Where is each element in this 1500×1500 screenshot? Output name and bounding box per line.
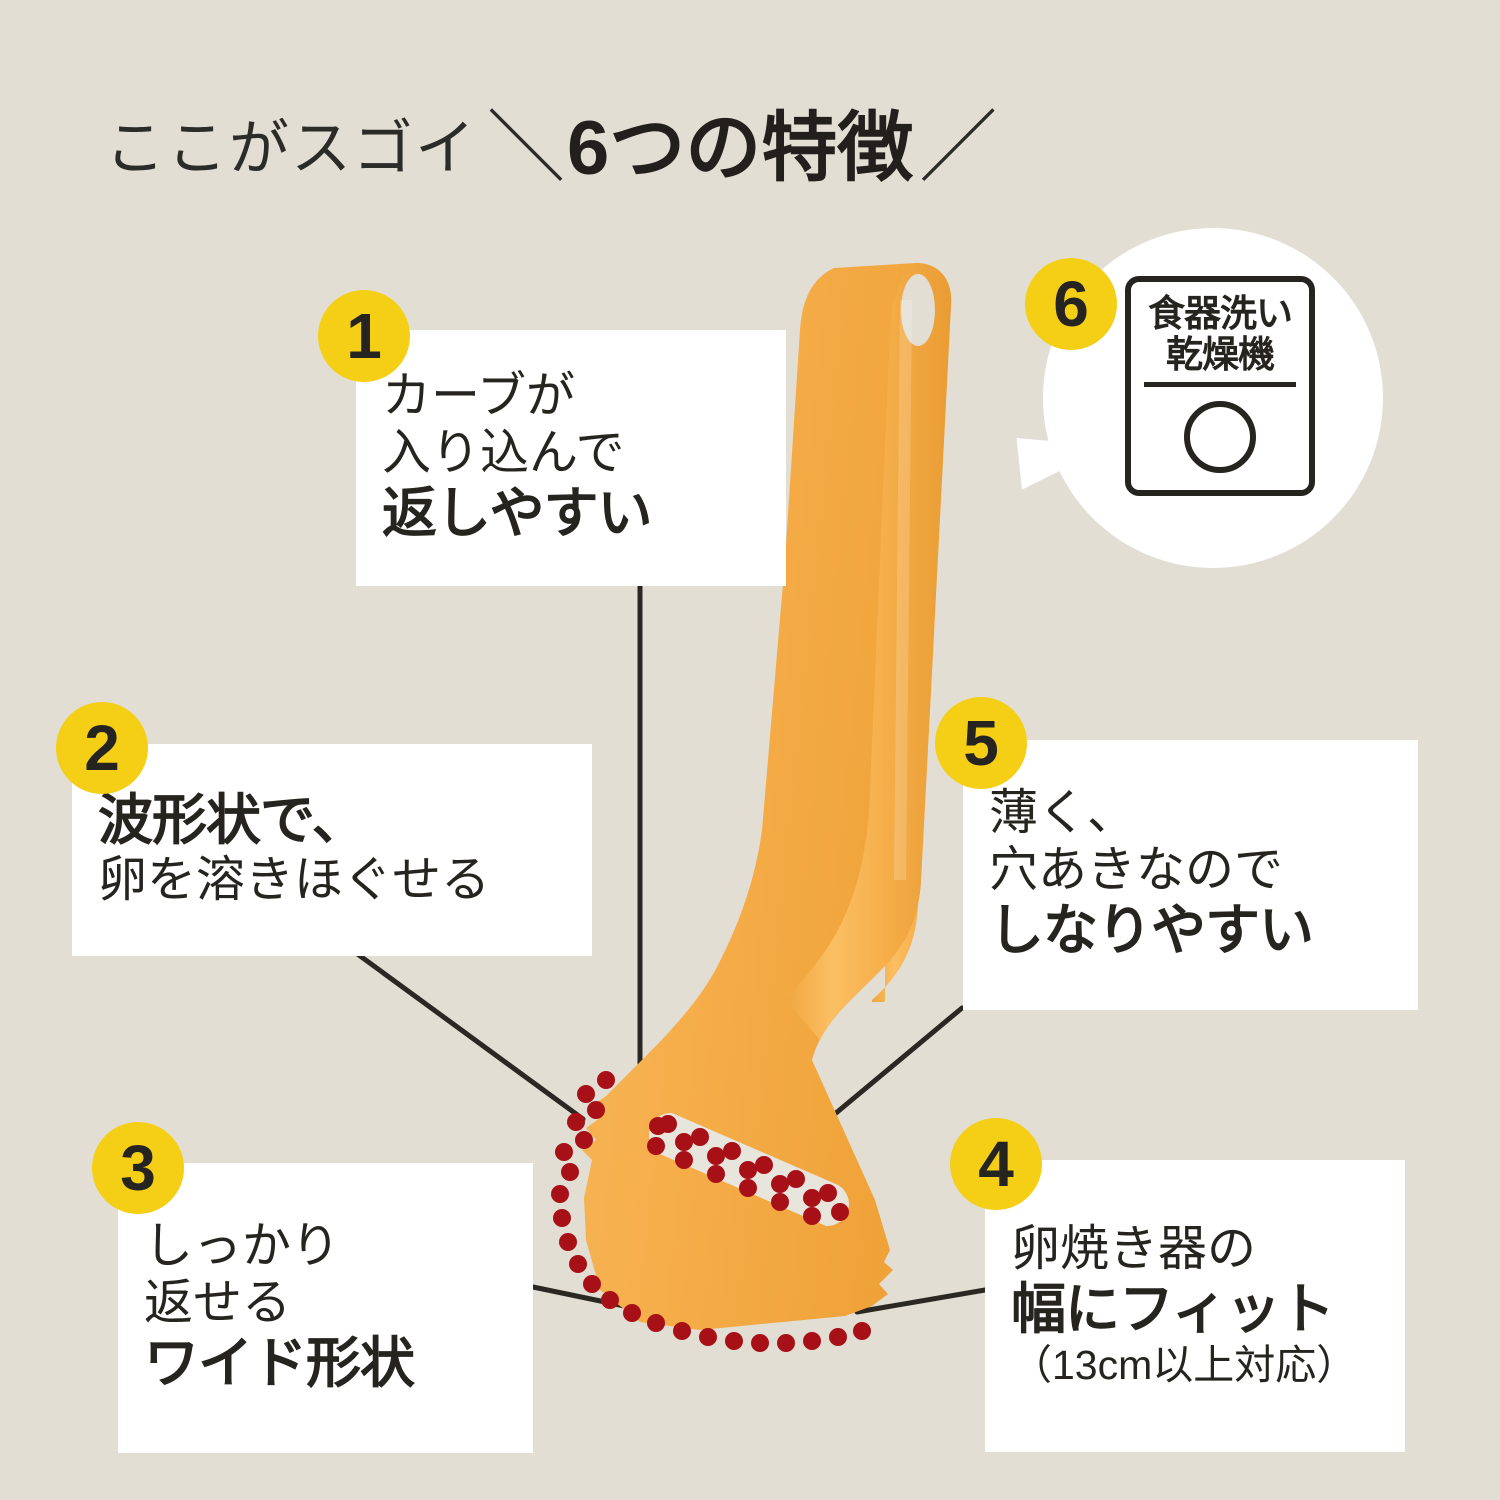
feature-1-line-3: 返しやすい <box>382 481 652 544</box>
headline-slash-left-icon: ＼ <box>487 102 566 191</box>
feature-badge-6: 6 <box>1025 258 1117 350</box>
feature-2-line-1: 波形状で、 <box>98 788 367 851</box>
hanging-hole <box>901 274 935 346</box>
feature-1-line-1: カーブが <box>382 369 576 424</box>
feature-3-line-2: 返せる <box>144 1276 292 1331</box>
feature-badge-5: 5 <box>935 697 1027 789</box>
leader-line-5 <box>797 1005 965 1146</box>
dishwasher-label-line-2: 乾燥機 <box>1166 333 1275 375</box>
feature-callout-2: 波形状で、 卵を溶きほぐせる <box>72 744 592 956</box>
feature-4-line-1: 卵焼き器の <box>1011 1221 1257 1276</box>
feature-3-line-3: ワイド形状 <box>144 1331 415 1394</box>
feature-callout-4: 卵焼き器の 幅にフィット （13cm以上対応） <box>985 1160 1405 1452</box>
leader-line-3 <box>530 1284 637 1311</box>
slot-highlight-dots <box>647 1115 849 1225</box>
headline-slash-right-icon: ／ <box>919 102 998 191</box>
headline-emphasis: 6つの特徴 <box>567 105 914 191</box>
blade-slot <box>649 1112 849 1227</box>
blade-outline-dots <box>551 1071 871 1352</box>
feature-badge-1: 1 <box>318 290 410 382</box>
feature-5-line-3: しなりやすい <box>989 898 1314 961</box>
feature-5-line-2: 穴あきなので <box>989 843 1284 898</box>
feature-callout-3: しっかり 返せる ワイド形状 <box>118 1163 533 1453</box>
leader-line-4 <box>854 1287 988 1315</box>
dishwasher-divider <box>1144 382 1296 388</box>
feature-badge-4: 4 <box>950 1118 1042 1210</box>
feature-4-line-2: 幅にフィット <box>1011 1277 1335 1340</box>
feature-badge-2: 2 <box>56 702 148 794</box>
dishwasher-safe-icon: 食器洗い 乾燥機 <box>1125 276 1315 496</box>
page-title: ここがスゴイ ＼ 6つの特徴 ／ <box>105 96 1055 201</box>
feature-3-line-1: しっかり <box>144 1219 341 1274</box>
feature-4-line-3: （13cm以上対応） <box>1011 1341 1358 1388</box>
feature-badge-3: 3 <box>92 1122 184 1214</box>
feature-callout-1: カーブが 入り込んで 返しやすい <box>356 330 786 586</box>
dishwasher-label-line-1: 食器洗い <box>1148 293 1293 334</box>
headline-lead: ここがスゴイ <box>105 114 477 182</box>
leader-line-2 <box>349 947 586 1122</box>
feature-5-line-1: 薄く、 <box>989 786 1137 841</box>
feature-callout-5: 薄く、 穴あきなので しなりやすい <box>963 740 1418 1010</box>
feature-2-line-2: 卵を溶きほぐせる <box>98 853 491 908</box>
feature-1-line-2: 入り込んで <box>382 426 625 481</box>
dishwasher-ok-circle-icon <box>1184 401 1256 474</box>
